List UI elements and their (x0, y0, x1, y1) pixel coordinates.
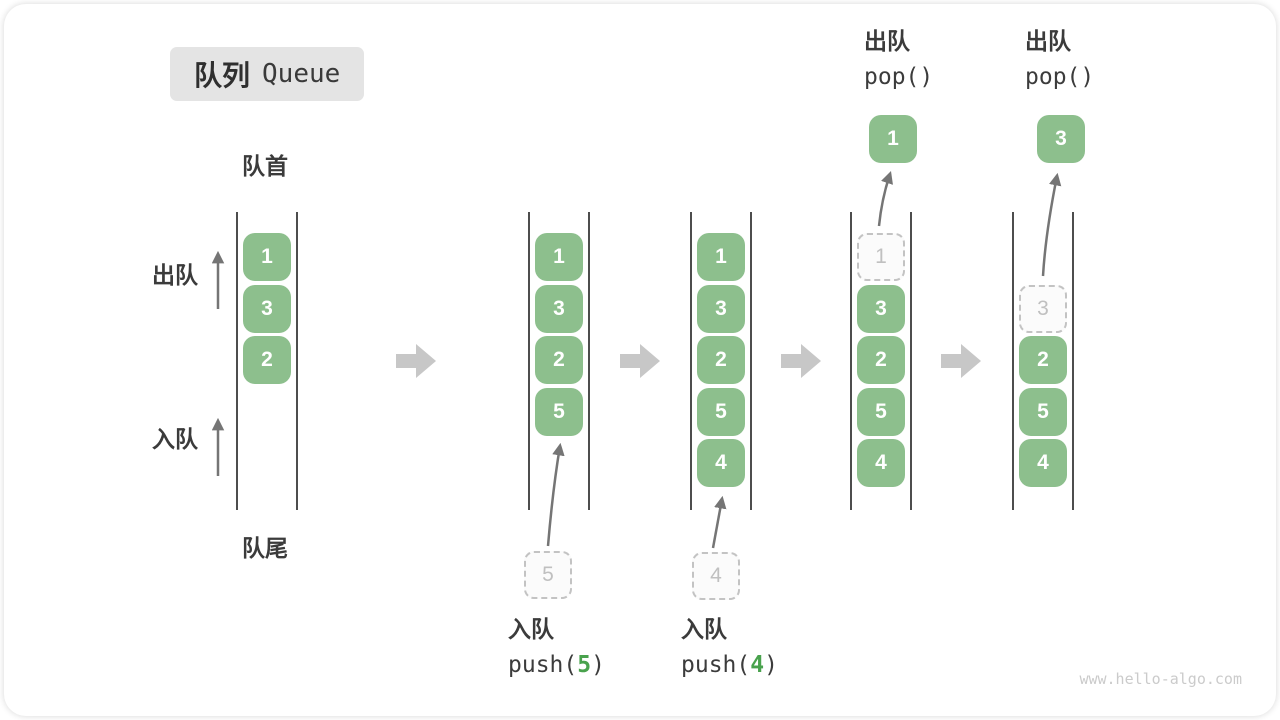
queue4-cell: 5 (857, 388, 905, 436)
queue1-cell: 1 (243, 233, 291, 281)
label-queue-front: 队首 (242, 153, 288, 179)
queue1-left-wall (236, 212, 238, 510)
queue4-cell: 4 (857, 439, 905, 487)
queue2-left-wall (528, 212, 530, 510)
title-english: Queue (262, 59, 341, 89)
queue3-cell: 3 (697, 285, 745, 333)
queue1-cell: 3 (243, 285, 291, 333)
enqueue2-label: 入队 (681, 616, 727, 642)
queue3-cell: 1 (697, 233, 745, 281)
watermark: www.hello-algo.com (1079, 670, 1242, 688)
enqueue1-code-suffix: ) (591, 652, 605, 678)
queue1-cell: 2 (243, 336, 291, 384)
queue2-cell: 5 (535, 388, 583, 436)
enqueue1-code: push(5) (508, 652, 605, 680)
queue2-cell: 2 (535, 336, 583, 384)
queue5-removed-cell: 3 (1019, 285, 1067, 333)
enqueue1-label: 入队 (508, 616, 554, 642)
enqueue2-code-prefix: push( (681, 652, 751, 678)
queue3-left-wall (690, 212, 692, 510)
label-queue-rear: 队尾 (242, 535, 288, 561)
title-badge: 队列 Queue (170, 47, 365, 101)
dequeue1-label: 出队 (864, 28, 910, 54)
enqueue2-code-suffix: ) (764, 652, 778, 678)
queue5-left-wall (1012, 212, 1014, 510)
queue3-cell: 5 (697, 388, 745, 436)
queue3-right-wall (750, 212, 752, 510)
dequeue2-label: 出队 (1025, 28, 1071, 54)
queue3-incoming-cell: 4 (692, 552, 740, 600)
queue4-cell: 2 (857, 336, 905, 384)
queue2-cell: 3 (535, 285, 583, 333)
enqueue2-code: push(4) (681, 652, 778, 680)
queue4-removed-cell: 1 (857, 233, 905, 281)
label-dequeue-side: 出队 (152, 262, 198, 288)
enqueue1-code-prefix: push( (508, 652, 578, 678)
queue2-incoming-cell: 5 (524, 551, 572, 599)
dequeue2-code: pop() (1025, 64, 1095, 90)
que5-cell: 4 (1019, 439, 1067, 487)
label-enqueue-side: 入队 (152, 426, 198, 452)
queue5-popped-cell: 3 (1037, 115, 1085, 163)
queue5-cell: 5 (1019, 388, 1067, 436)
queue4-popped-cell: 1 (869, 115, 917, 163)
dequeue1-code: pop() (864, 64, 934, 90)
queue4-left-wall (850, 212, 852, 510)
enqueue2-code-value: 4 (750, 652, 765, 678)
queue5-right-wall (1072, 212, 1074, 510)
queue1-right-wall (296, 212, 298, 510)
enqueue1-code-value: 5 (577, 652, 592, 678)
queue2-cell: 1 (535, 233, 583, 281)
queue3-cell: 2 (697, 336, 745, 384)
queue3-cell: 4 (697, 439, 745, 487)
queue2-right-wall (588, 212, 590, 510)
title-chinese: 队列 (194, 60, 251, 91)
queue5-cell: 2 (1019, 336, 1067, 384)
queue4-right-wall (910, 212, 912, 510)
queue4-cell: 3 (857, 285, 905, 333)
diagram-card (4, 4, 1276, 716)
